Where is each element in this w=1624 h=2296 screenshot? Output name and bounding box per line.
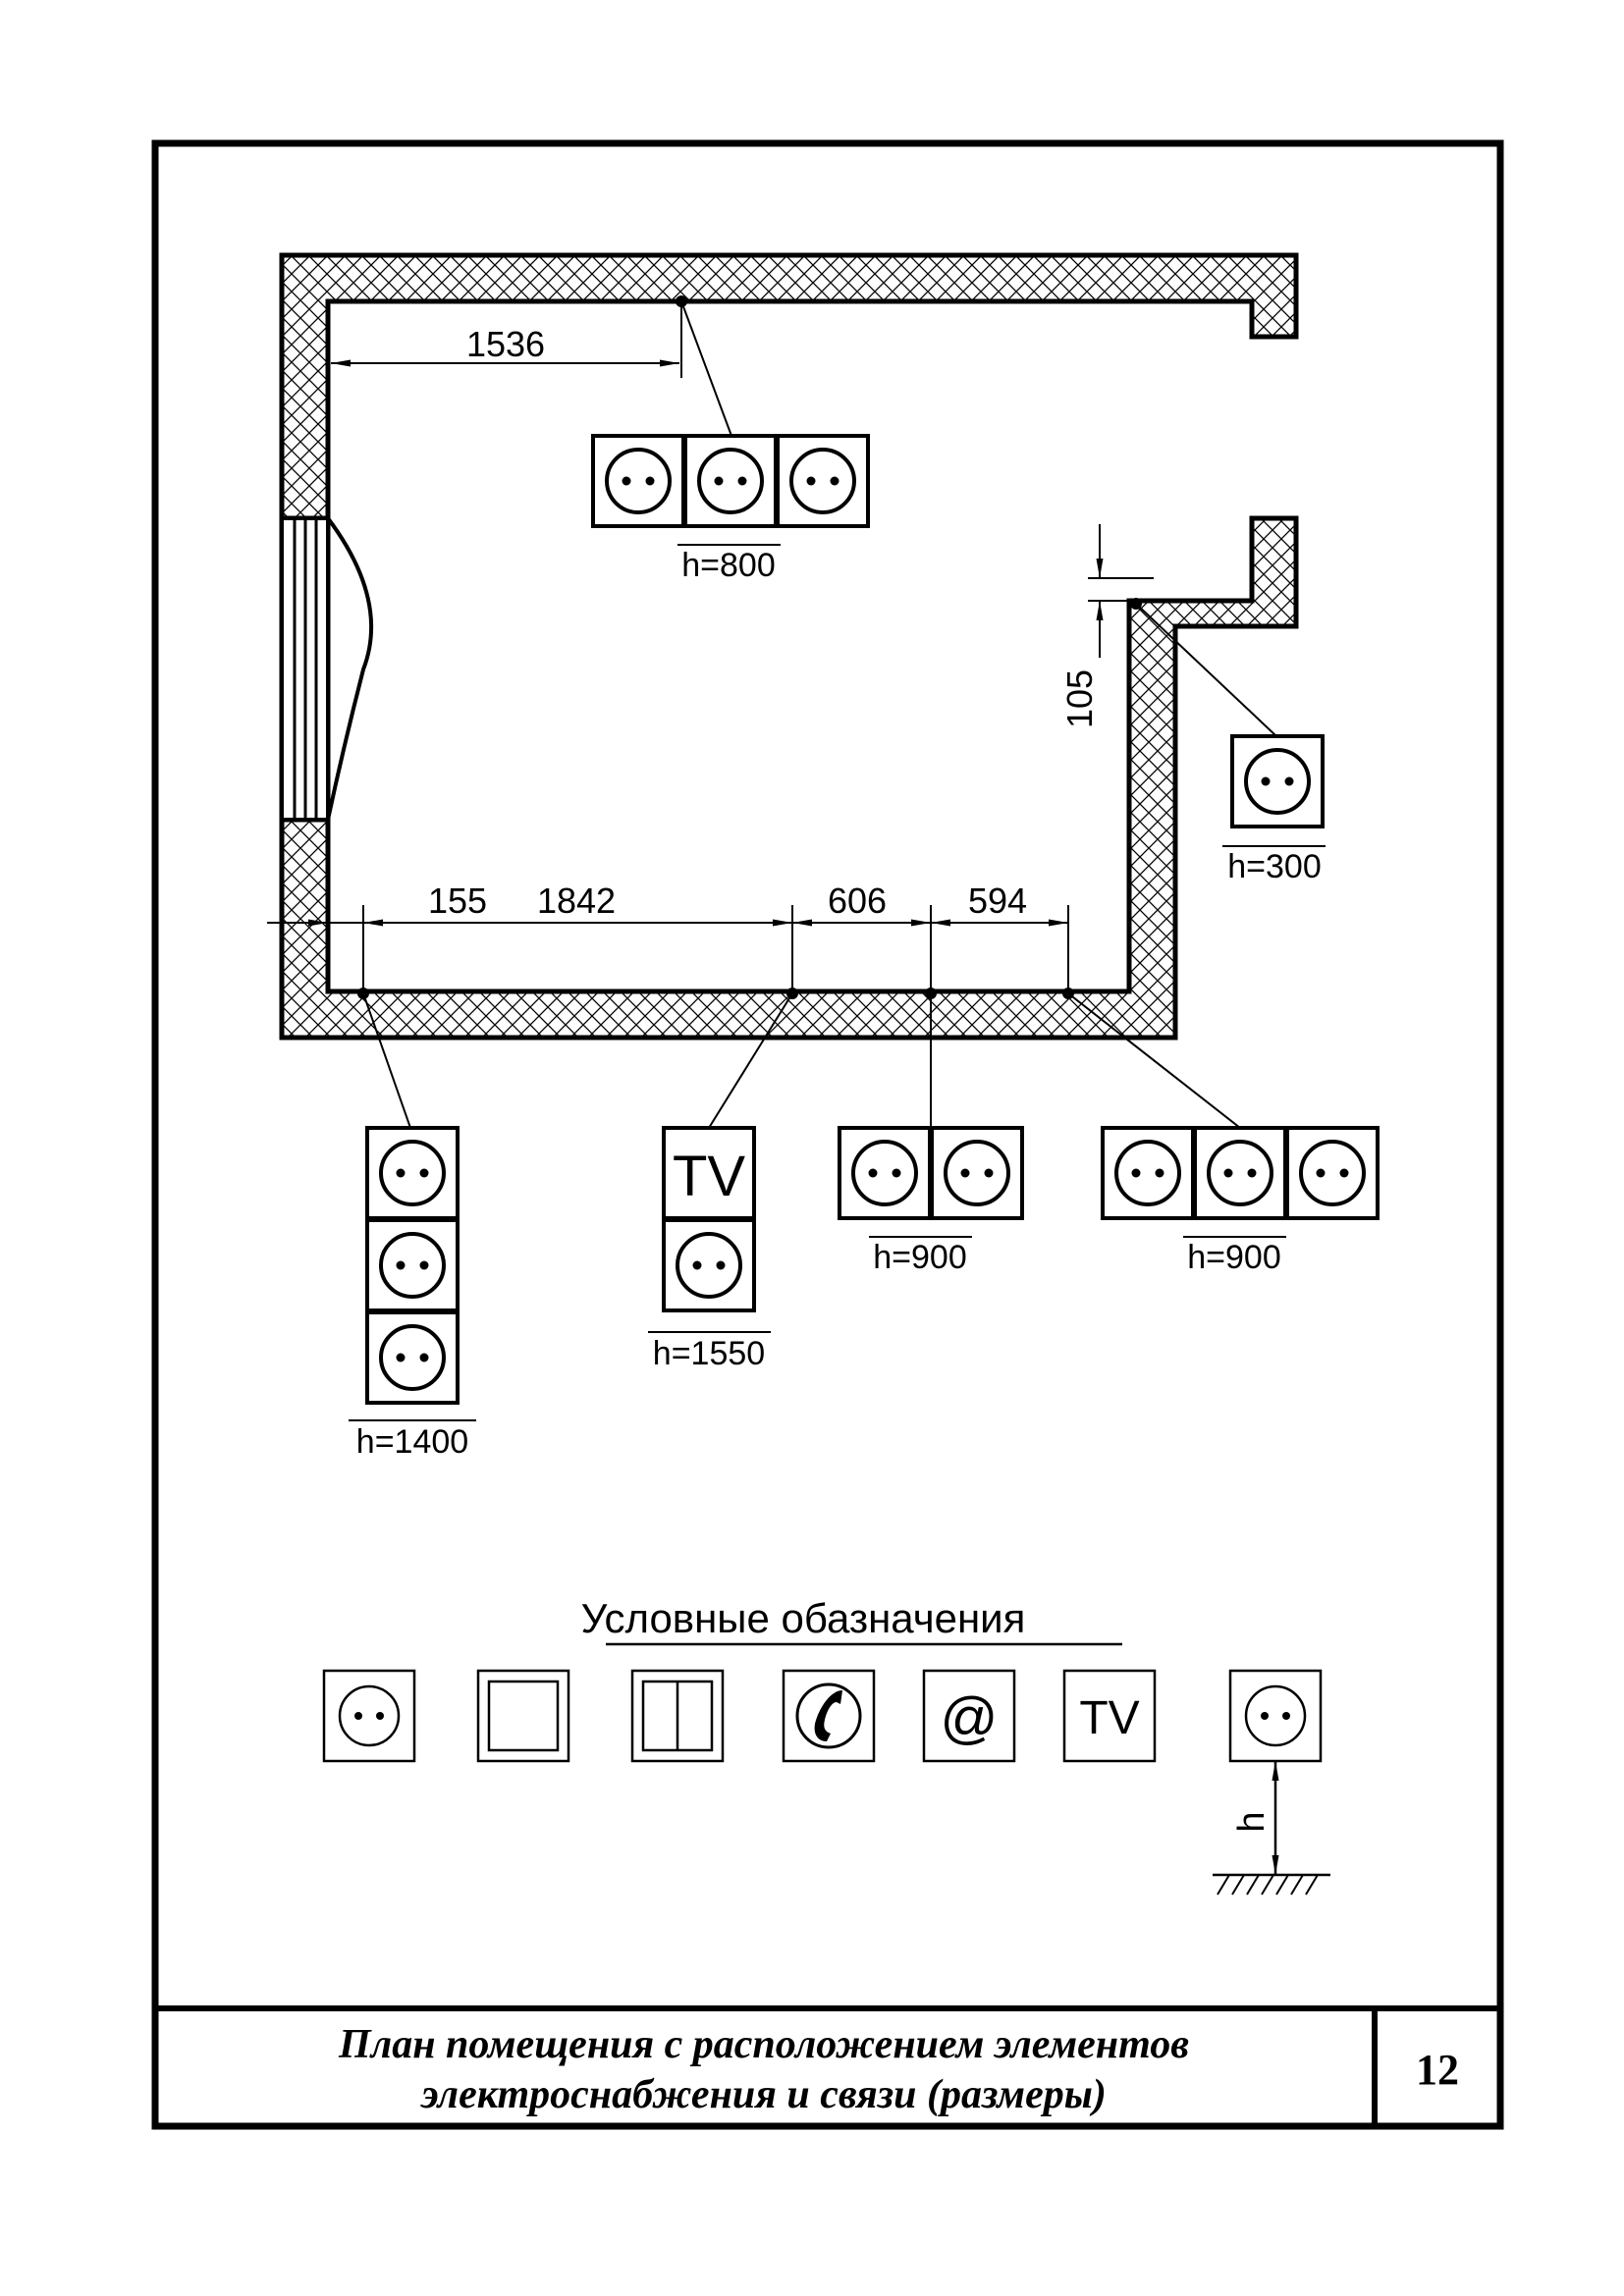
- socket-icon: [365, 1126, 460, 1220]
- height-label: h=1550: [653, 1335, 765, 1372]
- socket-icon: [662, 1218, 756, 1312]
- legend: Условные обазначения: [322, 1595, 1330, 1896]
- socket-icon: [838, 1126, 932, 1220]
- socket-icon: [591, 434, 685, 528]
- socket-icon: [930, 1126, 1024, 1220]
- socket-icon: [1193, 1126, 1287, 1220]
- dimension-corner: 105: [1059, 524, 1154, 728]
- drawing-title-line-1: План помещения с расположением элементов: [338, 2022, 1189, 2067]
- legend-item-tv: TV: [1062, 1669, 1157, 1763]
- socket-group-bottom-triple: h=900: [1101, 1126, 1380, 1276]
- dimension-label-bottom-1: 155: [428, 881, 487, 921]
- dimension-label-bottom-2: 1842: [537, 881, 616, 921]
- drawing-frame: [151, 139, 1504, 2130]
- socket-icon: [683, 434, 778, 528]
- double-switch-icon: [641, 1680, 714, 1752]
- drawing-title-line-2: электроснабжения и связи (размеры): [419, 2072, 1107, 2117]
- single-switch-icon: [487, 1680, 560, 1752]
- page-number: 12: [1416, 2046, 1459, 2094]
- socket-icon: [1285, 1126, 1380, 1220]
- legend-item-phone: [782, 1669, 876, 1763]
- leader-lines: [357, 295, 1277, 1129]
- legend-item-double-switch: [630, 1669, 725, 1763]
- legend-item-internet: @: [922, 1669, 1016, 1763]
- socket-group-double: h=900: [838, 1126, 1024, 1276]
- legend-item-socket: [322, 1669, 416, 1763]
- title-block: План помещения с расположением элементов…: [155, 2005, 1500, 2126]
- tv-outlet-icon: [662, 1126, 756, 1220]
- dimension-label-bottom-4: 594: [968, 881, 1027, 921]
- height-label: h=300: [1227, 848, 1322, 885]
- height-symbol: h: [1231, 1811, 1272, 1832]
- socket-icon: [1244, 1684, 1307, 1747]
- legend-title: Условные обазначения: [581, 1595, 1026, 1641]
- height-label: h=1400: [356, 1423, 468, 1461]
- dimension-bottom-chain: 155 1842 606 594: [267, 881, 1069, 993]
- legend-item-socket-height: h: [1213, 1669, 1330, 1896]
- tv-outlet-icon: TV: [1079, 1692, 1139, 1744]
- height-label: h=900: [873, 1239, 967, 1276]
- tv-outlet-label: TV: [673, 1145, 745, 1208]
- socket-icon: [338, 1684, 401, 1747]
- internet-outlet-icon: @: [941, 1686, 999, 1750]
- dimension-label-top: 1536: [466, 324, 545, 364]
- socket-group-right-single: h=300: [1222, 734, 1326, 885]
- phone-outlet-icon: [795, 1682, 862, 1749]
- dimension-top: 1536: [331, 301, 682, 378]
- dimension-label-corner: 105: [1059, 669, 1100, 728]
- dimension-label-bottom-3: 606: [828, 881, 887, 921]
- socket-group-top-triple: h=800: [591, 434, 870, 584]
- window: [280, 516, 374, 822]
- socket-group-tv: TV h=1550: [648, 1126, 771, 1372]
- socket-icon: [365, 1218, 460, 1312]
- height-label: h=800: [681, 547, 776, 584]
- socket-icon: [776, 434, 870, 528]
- socket-icon: [365, 1310, 460, 1405]
- legend-item-single-switch: [476, 1669, 570, 1763]
- ground-hatch-icon: [1213, 1873, 1330, 1896]
- height-label: h=900: [1187, 1239, 1281, 1276]
- socket-icon: [1101, 1126, 1195, 1220]
- socket-icon: [1230, 734, 1325, 828]
- socket-group-left-vertical: h=1400: [349, 1126, 476, 1461]
